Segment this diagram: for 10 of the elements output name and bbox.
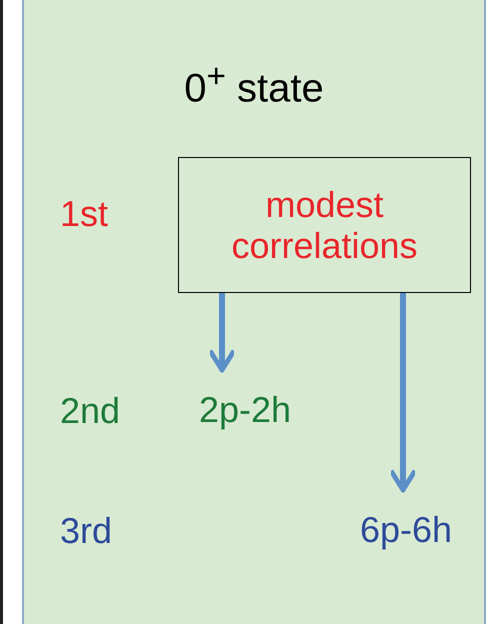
level-label: 3rd <box>60 510 112 552</box>
arrow <box>208 293 236 372</box>
configuration-text: 6p-6h <box>360 508 452 550</box>
configuration-text: 2p-2h <box>198 388 292 430</box>
level-label: 1st <box>60 193 108 234</box>
box-label: modest correlations <box>230 184 419 266</box>
process-box <box>178 157 471 293</box>
level-label: 2nd <box>60 390 120 432</box>
panel-title: 0$^{+}$ state <box>183 58 325 112</box>
arrow <box>388 293 418 492</box>
